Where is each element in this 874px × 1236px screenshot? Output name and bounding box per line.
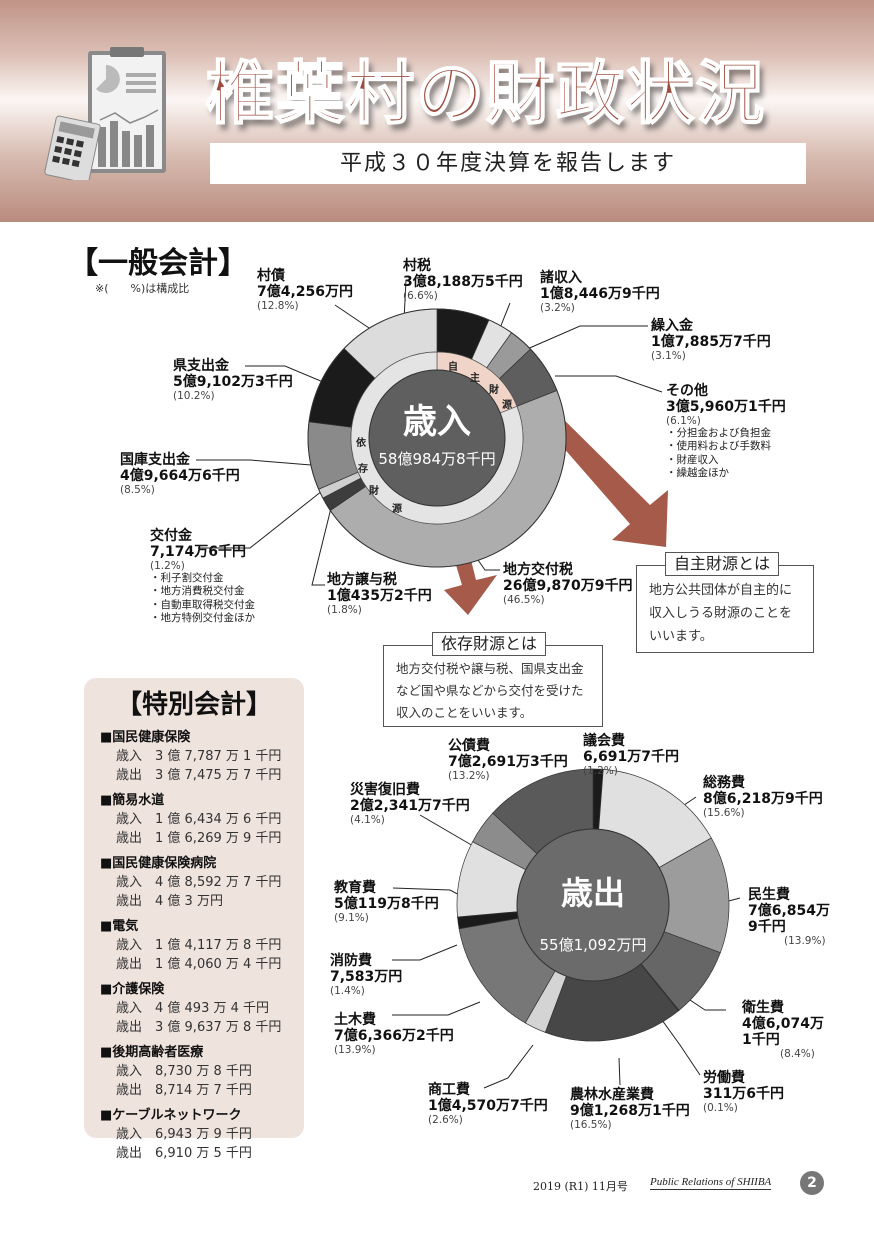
page-number: 2 (800, 1171, 824, 1195)
revenue-center-circle (368, 369, 506, 507)
clipboard-chart-icon (44, 47, 166, 180)
general-account-title: 【一般会計】 (68, 246, 248, 281)
special-account-name: ■ケーブルネットワーク (100, 1108, 242, 1123)
self-revenue-title: 自主財源とは (665, 552, 780, 576)
ratio-note: ※( %)は構成比 (95, 282, 190, 295)
special-account-name: ■国民健康保険病院 (100, 856, 217, 871)
special-account-row: 歳入 4 億 8,592 万 7 千円 (116, 875, 282, 890)
special-account-name: ■簡易水道 (100, 793, 165, 808)
special-account-name: ■国民健康保険 (100, 730, 191, 745)
ring-self-char: 財 (489, 385, 499, 396)
special-accounts-panel: 【特別会計】 ■国民健康保険歳入 3 億 7,787 万 1 千円歳出 3 億 … (84, 678, 304, 1161)
page-subtitle: 平成３０年度決算を報告します (210, 143, 806, 184)
ring-self-char: 自 (448, 362, 458, 373)
special-account-row: 歳入 1 億 4,117 万 8 千円 (116, 938, 282, 953)
revenue-center-label: 歳入 (403, 402, 471, 442)
page-title: 椎葉村の財政状況 (205, 54, 767, 135)
special-account-row: 歳出 6,910 万 5 千円 (116, 1146, 252, 1161)
expenditure-center-circle (516, 828, 670, 982)
special-account-name: ■後期高齢者医療 (100, 1045, 204, 1060)
dependent-revenue-body: 地方交付税や譲与税、国県支出金など国や県などから交付を受けた収入のことをいいます… (396, 661, 584, 720)
special-account-row: 歳入 6,943 万 9 千円 (116, 1127, 252, 1142)
special-account-row: 歳出 1 億 6,269 万 9 千円 (116, 831, 282, 846)
special-account-row: 歳出 4 億 3 万円 (116, 894, 223, 909)
special-account-group: ■ケーブルネットワーク歳入 6,943 万 9 千円歳出 6,910 万 5 千… (100, 1106, 281, 1163)
ring-self-char: 主 (470, 373, 480, 384)
ring-dep-char: 依 (356, 438, 366, 449)
special-account-row: 歳入 4 億 493 万 4 千円 (116, 1001, 270, 1016)
special-account-row: 歳入 8,730 万 8 千円 (116, 1064, 252, 1079)
special-account-row: 歳入 3 億 7,787 万 1 千円 (116, 749, 282, 764)
expenditure-total: 55億1,092万円 (539, 936, 647, 954)
special-account-group: ■後期高齢者医療歳入 8,730 万 8 千円歳出 8,714 万 7 千円 (100, 1043, 281, 1100)
ring-self-char: 源 (502, 400, 512, 411)
ring-dep-char: 財 (369, 486, 379, 497)
self-revenue-box: 地方公共団体が自主的に収入しうる財源のことをいいます。 (636, 565, 814, 653)
dependent-revenue-title: 依存財源とは (432, 632, 547, 656)
revenue-total: 58億984万8千円 (378, 450, 496, 468)
publication-name: Public Relations of SHIIBA (650, 1176, 772, 1190)
ring-dep-char: 源 (392, 504, 402, 515)
revenue-outer-ring (307, 308, 567, 568)
special-accounts-title: 【特別会計】 (115, 690, 272, 720)
self-revenue-body: 地方公共団体が自主的に収入しうる財源のことをいいます。 (649, 583, 793, 644)
ring-dep-char: 存 (358, 464, 368, 475)
special-account-row: 歳入 1 億 6,434 万 6 千円 (116, 812, 282, 827)
special-account-group: ■介護保険歳入 4 億 493 万 4 千円歳出 3 億 9,637 万 8 千… (100, 980, 281, 1037)
issue-date: 2019 (R1) 11月号 (533, 1180, 628, 1193)
expenditure-center-label: 歳出 (560, 874, 625, 912)
special-account-group: ■電気歳入 1 億 4,117 万 8 千円歳出 1 億 4,060 万 4 千… (100, 917, 281, 974)
special-account-name: ■電気 (100, 919, 139, 934)
special-account-row: 歳出 1 億 4,060 万 4 千円 (116, 957, 282, 972)
special-account-group: ■国民健康保険病院歳入 4 億 8,592 万 7 千円歳出 4 億 3 万円 (100, 854, 281, 911)
special-account-group: ■簡易水道歳入 1 億 6,434 万 6 千円歳出 1 億 6,269 万 9… (100, 791, 281, 848)
special-account-group: ■国民健康保険歳入 3 億 7,787 万 1 千円歳出 3 億 7,475 万… (100, 728, 281, 785)
special-account-row: 歳出 8,714 万 7 千円 (116, 1083, 252, 1098)
special-account-name: ■介護保険 (100, 982, 165, 997)
special-account-row: 歳出 3 億 7,475 万 7 千円 (116, 768, 282, 783)
dependent-revenue-box: 地方交付税や譲与税、国県支出金など国や県などから交付を受けた収入のことをいいます… (383, 645, 603, 727)
special-account-row: 歳出 3 億 9,637 万 8 千円 (116, 1020, 282, 1035)
